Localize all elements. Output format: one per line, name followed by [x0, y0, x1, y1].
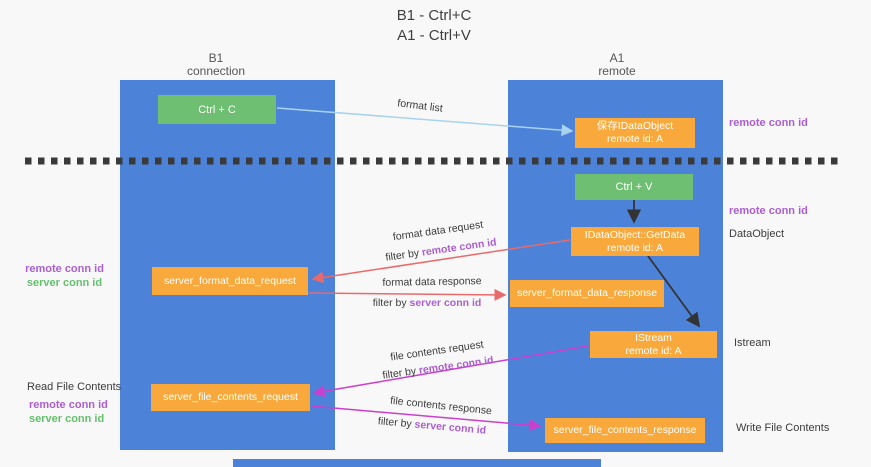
server-file-contents-response-label: server_file_contents_response — [553, 424, 697, 436]
format-data-response-label: format data response — [382, 275, 482, 289]
save-dataobject-line1: 保存IDataObject — [596, 120, 674, 132]
file-contents-response-arrow — [310, 405, 542, 432]
istream-box: IStream remote id: A — [590, 331, 717, 358]
remote-conn-id-label: remote conn id — [25, 263, 104, 275]
ctrl-v-label: Ctrl + V — [615, 181, 653, 193]
filter-by-text: filter by — [372, 297, 410, 309]
ctrl-c-box: Ctrl + C — [158, 95, 276, 124]
format-list-arrow — [276, 107, 574, 137]
bottom-partial-column — [233, 459, 601, 467]
server-file-contents-request-box: server_file_contents_request — [151, 384, 310, 411]
diagram-title: B1 - Ctrl+C A1 - Ctrl+V — [314, 6, 554, 46]
left-conn-id-labels-mid: remote conn id server conn id — [17, 262, 112, 290]
server-conn-id-label: server conn id — [26, 277, 103, 289]
getdata-box: IDataObject::GetData remote id: A — [571, 227, 699, 256]
left-conn-id-labels-bottom: remote conn id server conn id — [29, 398, 124, 426]
format-data-response-filter-label: filter by server conn id — [373, 297, 482, 309]
read-file-contents-label: Read File Contents — [27, 381, 122, 393]
save-dataobject-line2: remote id: A — [606, 133, 664, 145]
right-column-name: A1 — [609, 51, 625, 65]
getdata-line2: remote id: A — [606, 241, 664, 254]
server-file-contents-response-box: server_file_contents_response — [545, 418, 705, 443]
istream-side-label: Istream — [734, 337, 771, 349]
getdata-line1: IDataObject::GetData — [584, 228, 686, 241]
format-data-request-arrow — [311, 239, 571, 284]
title-line-2: A1 - Ctrl+V — [397, 27, 471, 44]
right-column-header: A1 remote — [557, 52, 677, 78]
server-format-data-response-box: server_format_data_response — [510, 280, 664, 307]
right-column-role: remote — [598, 64, 636, 78]
format-data-response-arrow — [308, 288, 507, 301]
remote-conn-id-label: remote conn id — [29, 399, 108, 411]
file-contents-request-arrow — [312, 345, 589, 398]
title-line-1: B1 - Ctrl+C — [396, 7, 472, 24]
server-file-contents-request-label: server_file_contents_request — [163, 391, 298, 403]
left-column-name: B1 — [208, 51, 224, 65]
getdata-to-istream-arrow — [647, 255, 701, 328]
remote-conn-id-label-top: remote conn id — [729, 117, 808, 129]
istream-line1: IStream — [635, 331, 672, 344]
left-column-header: B1 connection — [156, 52, 276, 78]
ctrl-c-label: Ctrl + C — [198, 103, 236, 116]
istream-line2: remote id: A — [625, 344, 682, 357]
server-conn-id-text: server conn id — [409, 297, 482, 309]
dataobject-label: DataObject — [729, 228, 785, 240]
server-format-data-request-label: server_format_data_request — [164, 274, 296, 287]
write-file-contents-label: Write File Contents — [736, 422, 830, 434]
server-conn-id-label: server conn id — [29, 413, 105, 425]
server-format-data-response-label: server_format_data_response — [516, 287, 658, 299]
remote-conn-id-label-mid: remote conn id — [729, 205, 808, 217]
save-dataobject-box: 保存IDataObject remote id: A — [575, 118, 695, 148]
ctrl-v-box: Ctrl + V — [575, 174, 693, 200]
server-format-data-request-box: server_format_data_request — [152, 267, 308, 295]
left-column-role: connection — [186, 64, 246, 78]
